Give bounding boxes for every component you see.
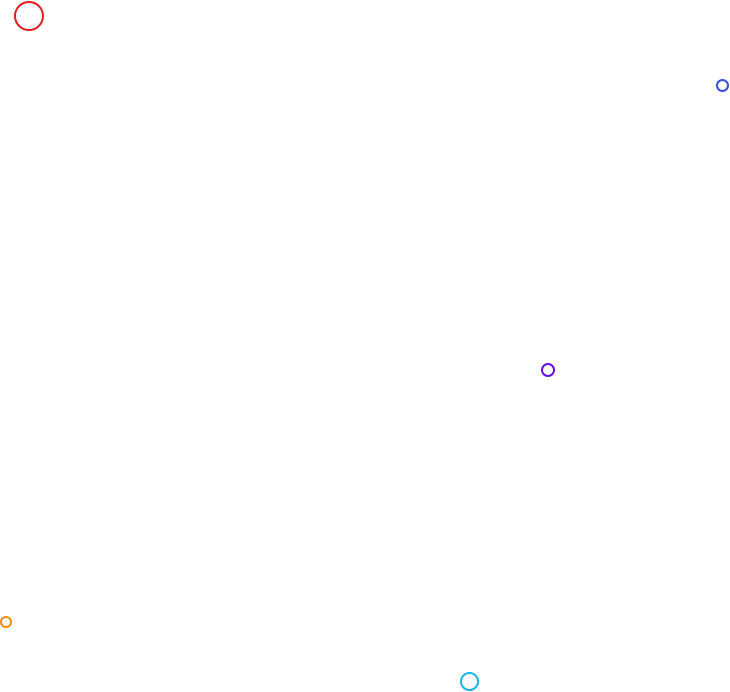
orange-circle-marker <box>0 616 12 628</box>
blue-circle-marker <box>716 79 729 92</box>
purple-circle-marker <box>541 363 555 377</box>
cyan-circle-marker <box>460 672 479 691</box>
red-circle-marker <box>14 1 44 31</box>
